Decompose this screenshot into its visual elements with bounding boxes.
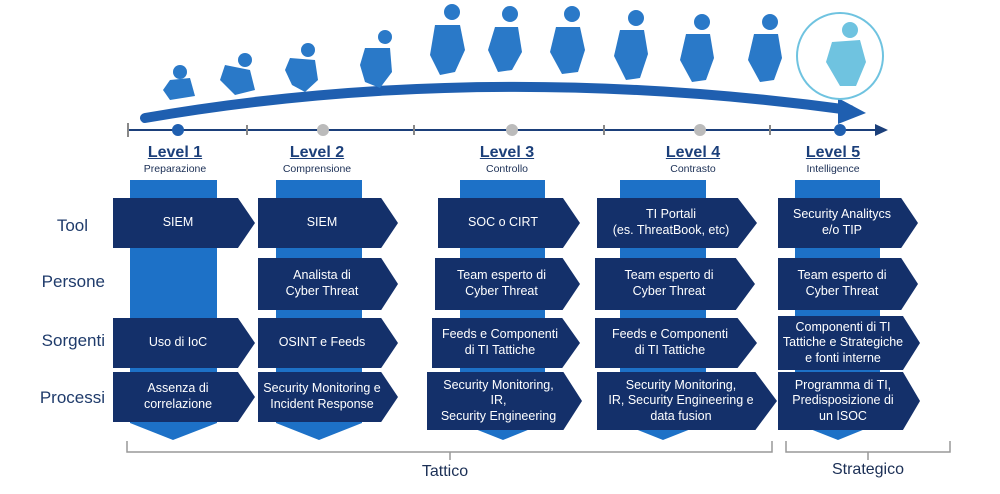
level-1-title: Level 1 bbox=[147, 144, 203, 161]
level-3-subtitle: Controllo bbox=[485, 163, 529, 175]
row-label-persone: Persone bbox=[41, 272, 105, 291]
timeline-dot-1 bbox=[172, 124, 184, 136]
level-3-processi-box: Security Monitoring, IR, Security Engine… bbox=[427, 372, 582, 430]
row-label-sorgenti: Sorgenti bbox=[41, 331, 105, 350]
level-3-sorgenti-box: Feeds e Componenti di TI Tattiche bbox=[432, 318, 580, 368]
level-2-title: Level 2 bbox=[289, 144, 345, 161]
level-4-tool-box: TI Portali (es. ThreatBook, etc) bbox=[597, 198, 757, 248]
level-3-title: Level 3 bbox=[479, 144, 535, 161]
running-person-icon bbox=[163, 4, 782, 100]
level-1-subtitle: Preparazione bbox=[143, 163, 207, 175]
level-5-tool-box: Security Analitycs e/o TIP bbox=[778, 198, 918, 248]
level-5-processi-box: Programma di TI, Predisposizione di un I… bbox=[778, 372, 920, 430]
level-1-tool-box: SIEM bbox=[113, 198, 255, 248]
timeline-dot-4 bbox=[694, 124, 706, 136]
level-1-processi-box: Assenza di correlazione bbox=[113, 372, 255, 422]
arrow-right-icon bbox=[875, 124, 888, 136]
highlight-circle bbox=[796, 12, 884, 100]
running-person-highlight-icon bbox=[826, 22, 866, 86]
level-5-subtitle: Intelligence bbox=[806, 163, 860, 175]
level-2-processi-box: Security Monitoring e Incident Response bbox=[258, 372, 398, 422]
level-5-title: Level 5 bbox=[805, 144, 861, 161]
row-label-processi: Processi bbox=[39, 388, 105, 407]
level-2-sorgenti-box: OSINT e Feeds bbox=[258, 318, 398, 368]
level-4-processi-box: Security Monitoring, IR, Security Engine… bbox=[597, 372, 777, 430]
timeline-dot-5 bbox=[834, 124, 846, 136]
row-label-tool: Tool bbox=[56, 216, 88, 235]
level-5-sorgenti-box: Componenti di TI Tattiche e Strategiche … bbox=[778, 316, 920, 370]
timeline-dot-3 bbox=[506, 124, 518, 136]
bracket-label-tattico: Tattico bbox=[421, 463, 469, 480]
level-5-persone-box: Team esperto di Cyber Threat bbox=[778, 258, 918, 310]
level-3-tool-box: SOC o CIRT bbox=[438, 198, 580, 248]
level-4-sorgenti-box: Feeds e Componenti di TI Tattiche bbox=[595, 318, 757, 368]
level-4-persone-box: Team esperto di Cyber Threat bbox=[595, 258, 755, 310]
level-4-title: Level 4 bbox=[665, 144, 721, 161]
level-2-tool-box: SIEM bbox=[258, 198, 398, 248]
level-2-persone-box: Analista di Cyber Threat bbox=[258, 258, 398, 310]
evolution-illustration bbox=[127, 4, 888, 137]
curved-arrow-icon bbox=[140, 81, 855, 123]
level-4-subtitle: Contrasto bbox=[670, 163, 716, 175]
level-1-sorgenti-box: Uso di IoC bbox=[113, 318, 255, 368]
level-3-persone-box: Team esperto di Cyber Threat bbox=[435, 258, 580, 310]
bracket-label-strategico: Strategico bbox=[831, 461, 905, 478]
curved-arrow-head bbox=[838, 98, 866, 124]
level-2-subtitle: Comprensione bbox=[282, 163, 352, 175]
timeline-dot-2 bbox=[317, 124, 329, 136]
